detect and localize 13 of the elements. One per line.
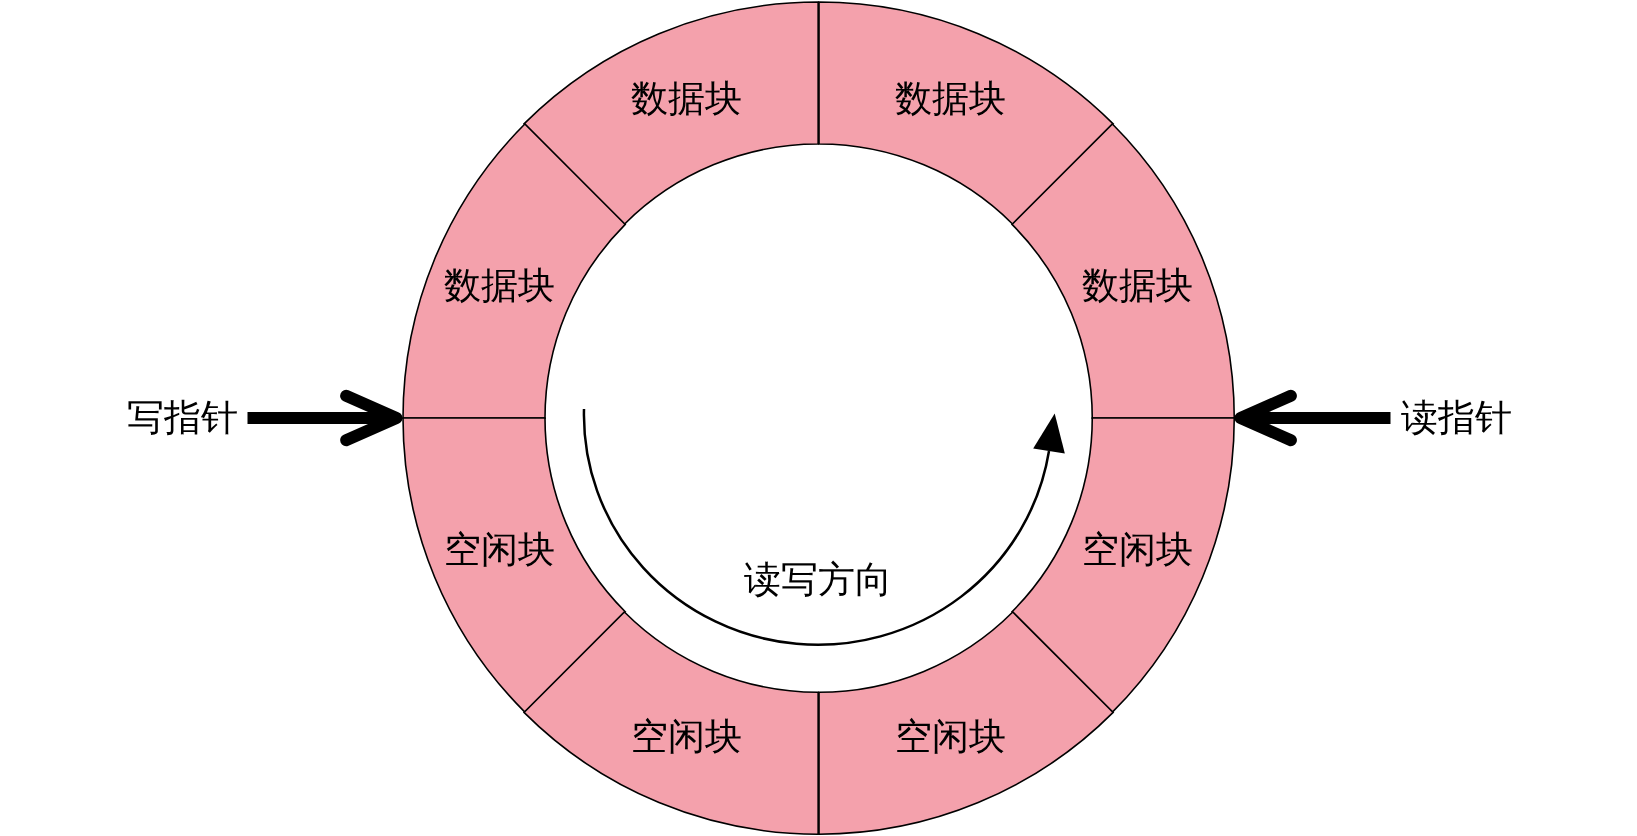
segment-label: 空闲块 [630,716,742,758]
pointer-label: 写指针 [126,397,238,439]
arrow [247,389,403,447]
segment-label: 数据块 [895,78,1006,120]
segment-label: 空闲块 [444,529,556,571]
pointer-label: 读指针 [1400,397,1512,439]
segment-label: 数据块 [630,78,742,120]
segment-label: 空闲块 [1081,529,1193,571]
arrow [1234,389,1391,447]
segment-label: 数据块 [444,265,556,307]
segment-label: 数据块 [1081,265,1193,307]
direction-label: 读写方向 [744,559,892,601]
segment-label: 空闲块 [895,716,1006,758]
